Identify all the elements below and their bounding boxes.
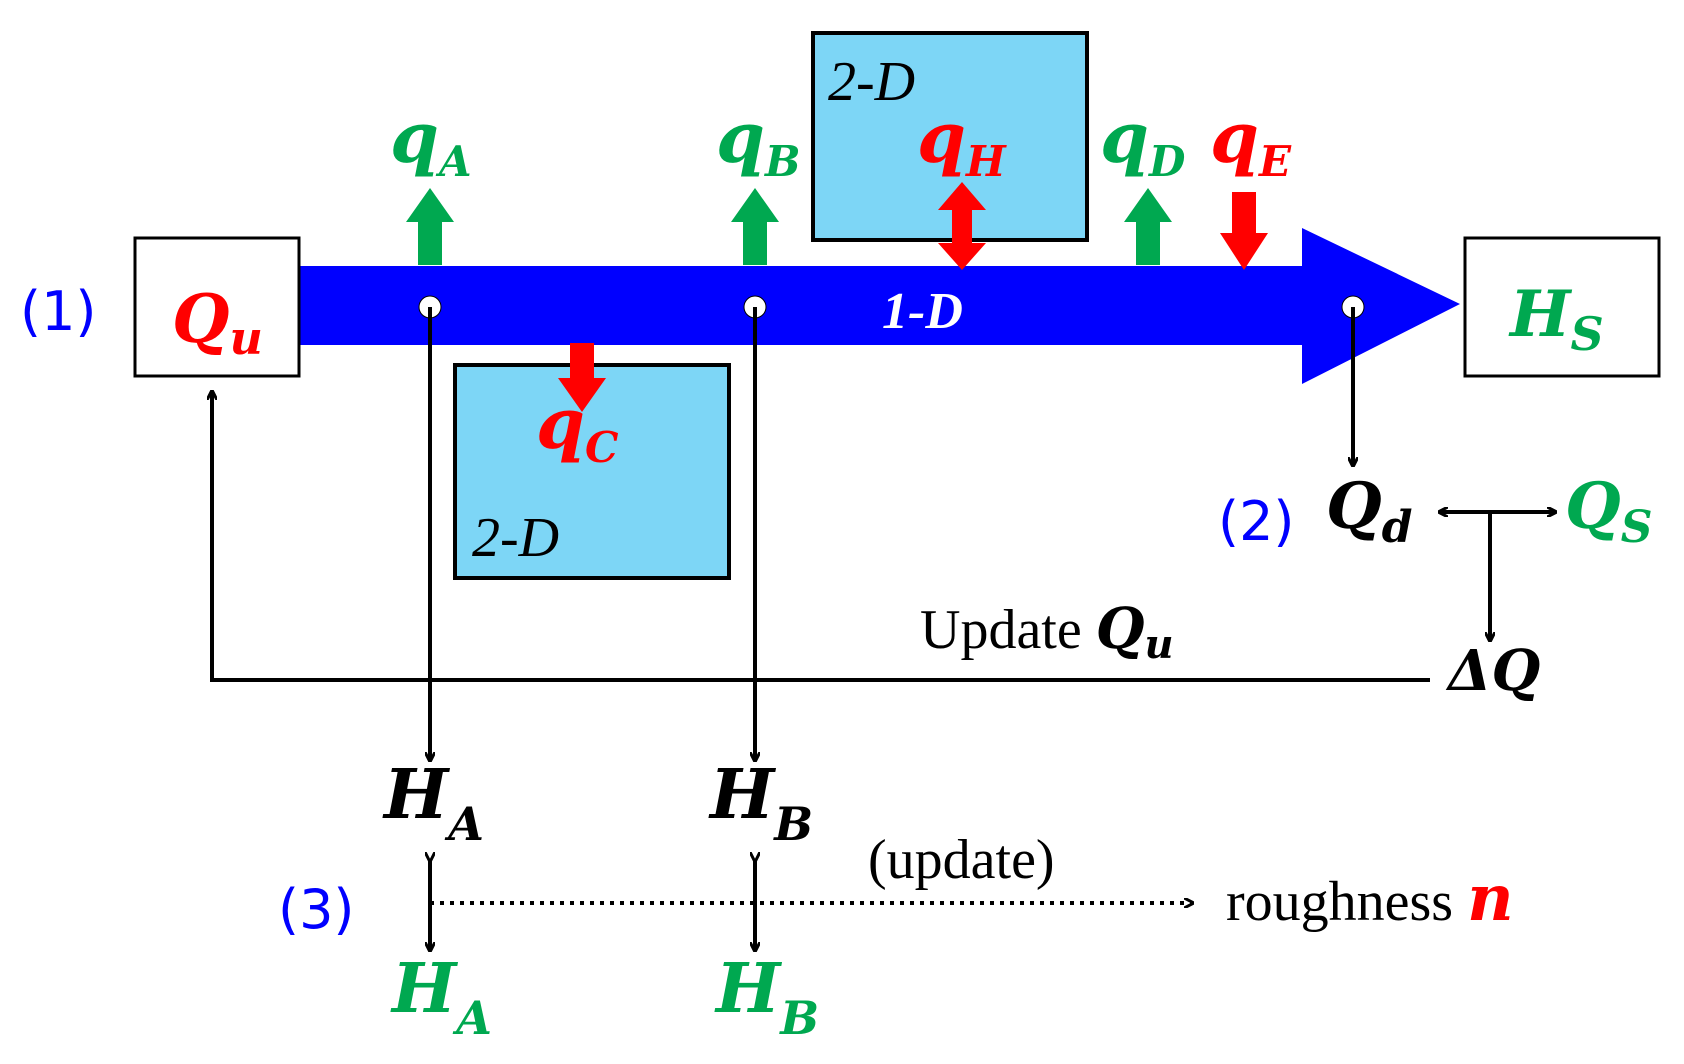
downstream-box bbox=[1463, 236, 1661, 378]
floodplain-box-top bbox=[811, 31, 1089, 242]
red-arrow-qh bbox=[938, 182, 986, 270]
label-qa: qA bbox=[390, 96, 472, 186]
step-label-3: (3) bbox=[278, 878, 355, 941]
green-arrow-qa bbox=[406, 188, 454, 265]
label-delta-q: ΔQ bbox=[1445, 638, 1540, 704]
label-update-paren: (update) bbox=[868, 829, 1055, 891]
label-2d-top: 2-D bbox=[828, 51, 915, 113]
label-qe: qE bbox=[1210, 96, 1292, 186]
feedback-loop-line bbox=[212, 392, 1430, 682]
floodplain-box-bottom bbox=[453, 363, 731, 580]
label-qd-out: Qd bbox=[1326, 469, 1413, 553]
label-hs: HS bbox=[1508, 277, 1604, 361]
label-qu: Qu bbox=[172, 280, 263, 365]
label-qh: qH bbox=[917, 96, 1007, 186]
label-qd: qD bbox=[1100, 96, 1186, 186]
label-qb: qB bbox=[716, 96, 800, 186]
label-hb-obs: HB bbox=[714, 949, 819, 1045]
label-ha-calc: HA bbox=[382, 755, 484, 851]
green-arrow-qd bbox=[1124, 188, 1172, 265]
step-label-1: (1) bbox=[20, 280, 97, 343]
label-qc: qC bbox=[536, 382, 619, 472]
step-label-2: (2) bbox=[1218, 490, 1295, 553]
label-update-qu: Update Qu bbox=[920, 596, 1174, 668]
label-roughness: roughness n bbox=[1226, 861, 1514, 936]
label-1d: 1-D bbox=[882, 283, 963, 340]
red-arrow-qc bbox=[558, 343, 606, 412]
upstream-box bbox=[133, 236, 301, 378]
red-arrow-qe bbox=[1220, 192, 1268, 270]
label-2d-bottom: 2-D bbox=[472, 507, 559, 569]
main-channel-arrow bbox=[298, 228, 1460, 384]
label-qs: QS bbox=[1565, 469, 1653, 553]
green-arrow-qb bbox=[731, 188, 779, 265]
label-ha-obs: HA bbox=[390, 949, 492, 1045]
label-hb-calc: HB bbox=[708, 755, 813, 851]
